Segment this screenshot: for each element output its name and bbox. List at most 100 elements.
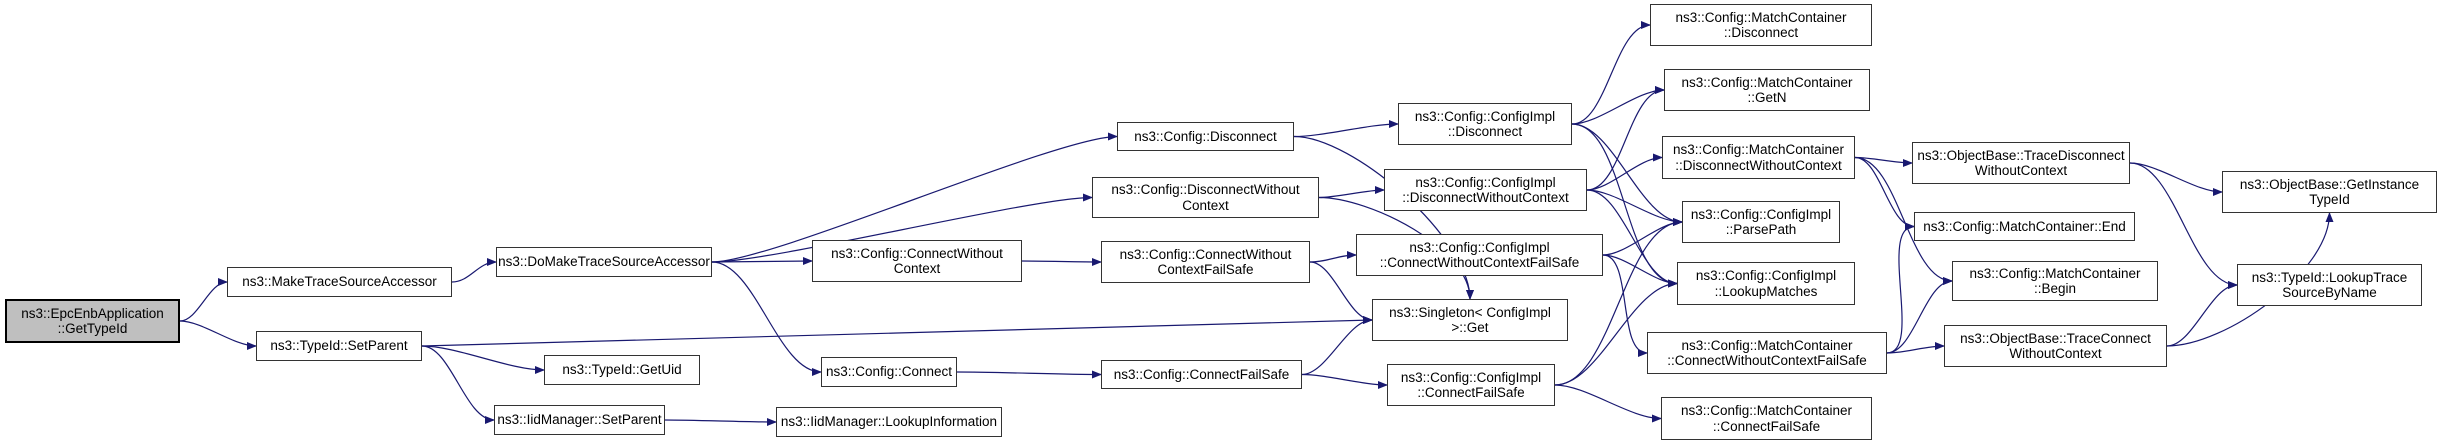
node-label: ns3::Config::ConfigImpl ::ConnectFailSaf… [1400,369,1542,401]
node-object-base-get-instance-type-id[interactable]: ns3::ObjectBase::GetInstance TypeId [2222,171,2437,213]
node-label: ns3::Config::MatchContainer ::Begin [1969,265,2141,297]
node-label: ns3::Config::MatchContainer ::ConnectWit… [1667,337,1867,369]
node-label: ns3::ObjectBase::GetInstance TypeId [2239,176,2420,208]
edge-config-impl-disconnect-to-match-container-disconnect [1571,21,1651,125]
node-label: ns3::Config::ConfigImpl ::Disconnect [1414,108,1556,140]
node-config-impl-connect-without-context-fail-safe[interactable]: ns3::Config::ConfigImpl ::ConnectWithout… [1356,234,1603,276]
node-label: ns3::Config::MatchContainer::End [1923,218,2126,234]
node-do-make-trace-source-accessor[interactable]: ns3::DoMakeTraceSourceAccessor [496,247,712,277]
edge-type-id-set-parent-to-type-id-get-uid [421,345,545,374]
node-match-container-connect-fail-safe[interactable]: ns3::Config::MatchContainer ::ConnectFai… [1661,397,1872,440]
edge-match-container-connect-without-context-fail-safe-to-match-container-begin [1886,277,1953,354]
node-label: ns3::Config::MatchContainer ::Disconnect… [1672,142,1845,173]
edge-do-make-trace-source-accessor-to-config-connect [711,261,822,376]
edge-config-impl-connect-fail-safe-to-config-impl-lookup-matches [1554,279,1678,386]
node-label: ns3::ObjectBase::TraceDisconnect Without… [1917,147,2125,179]
node-label: ns3::Config::ConfigImpl ::ConnectWithout… [1379,239,1580,271]
node-object-base-trace-connect-without-context[interactable]: ns3::ObjectBase::TraceConnect WithoutCon… [1944,325,2167,367]
node-match-container-disconnect-without-context[interactable]: ns3::Config::MatchContainer ::Disconnect… [1662,136,1855,179]
node-label: ns3::IidManager::SetParent [497,412,662,428]
node-label: ns3::Config::ConfigImpl ::DisconnectWith… [1402,174,1569,206]
edge-object-base-trace-disconnect-without-context-to-type-id-lookup-trace-source-by-name [2129,162,2238,289]
edge-match-container-connect-without-context-fail-safe-to-match-container-end [1886,222,1915,354]
node-label: ns3::DoMakeTraceSourceAccessor [498,254,710,270]
node-match-container-connect-without-context-fail-safe[interactable]: ns3::Config::MatchContainer ::ConnectWit… [1647,332,1887,374]
edge-do-make-trace-source-accessor-to-config-disconnect [711,132,1118,263]
node-config-impl-lookup-matches[interactable]: ns3::Config::ConfigImpl ::LookupMatches [1677,262,1855,305]
edge-config-connect-without-context-fail-safe-to-config-impl-connect-without-context-fail-safe [1309,251,1357,263]
node-match-container-get-n[interactable]: ns3::Config::MatchContainer ::GetN [1664,69,1870,111]
edge-config-disconnect-to-config-impl-disconnect [1293,120,1399,138]
edge-type-id-set-parent-to-singleton-config-impl-get [421,316,1373,347]
node-label: ns3::TypeId::GetUid [562,362,682,378]
node-label: ns3::Config::MatchContainer ::Disconnect [1675,9,1847,41]
edge-make-trace-source-accessor-to-do-make-trace-source-accessor [451,258,497,283]
node-match-container-begin[interactable]: ns3::Config::MatchContainer ::Begin [1952,261,2158,301]
node-config-disconnect-without-context[interactable]: ns3::Config::DisconnectWithout Context [1092,177,1319,218]
edge-match-container-disconnect-without-context-to-match-container-end [1854,156,1915,231]
node-label: ns3::MakeTraceSourceAccessor [242,274,437,290]
node-config-connect-without-context[interactable]: ns3::Config::ConnectWithout Context [812,240,1022,282]
node-match-container-end[interactable]: ns3::Config::MatchContainer::End [1914,212,2135,241]
edge-config-impl-disconnect-without-context-to-match-container-get-n [1586,86,1665,191]
node-type-id-get-uid[interactable]: ns3::TypeId::GetUid [544,355,700,385]
node-epc-enb-application-get-type-id[interactable]: ns3::EpcEnbApplication ::GetTypeId [5,299,180,343]
node-label: ns3::Config::ConnectWithout Context [831,245,1003,277]
node-config-impl-disconnect-without-context[interactable]: ns3::Config::ConfigImpl ::DisconnectWith… [1384,169,1587,211]
edge-config-impl-disconnect-without-context-to-config-impl-parse-path [1586,189,1683,226]
edge-config-impl-connect-fail-safe-to-config-impl-parse-path [1554,218,1683,386]
node-label: ns3::Config::Connect [825,364,953,380]
node-object-base-trace-disconnect-without-context[interactable]: ns3::ObjectBase::TraceDisconnect Without… [1912,142,2130,184]
edge-do-make-trace-source-accessor-to-config-disconnect-without-context [711,193,1093,263]
edge-epc-enb-application-get-type-id-to-make-trace-source-accessor [179,278,228,322]
node-label: ns3::EpcEnbApplication ::GetTypeId [21,305,164,337]
node-label: ns3::Config::ConnectFailSafe [1113,366,1290,382]
node-label: ns3::ObjectBase::TraceConnect WithoutCon… [1960,330,2151,362]
edge-config-impl-disconnect-without-context-to-config-impl-lookup-matches [1586,189,1678,288]
node-iid-manager-set-parent[interactable]: ns3::IidManager::SetParent [494,405,665,435]
node-config-impl-parse-path[interactable]: ns3::Config::ConfigImpl ::ParsePath [1682,201,1840,243]
node-label: ns3::Singleton< ConfigImpl >::Get [1389,304,1551,336]
node-label: ns3::IidManager::LookupInformation [780,414,998,430]
node-label: ns3::Config::MatchContainer ::GetN [1681,74,1853,106]
node-label: ns3::Config::DisconnectWithout Context [1111,182,1300,213]
edge-config-connect-without-context-to-config-connect-without-context-fail-safe [1021,257,1102,266]
edge-config-impl-connect-fail-safe-to-match-container-connect-fail-safe [1554,384,1662,423]
edge-config-impl-connect-without-context-fail-safe-to-match-container-connect-without-context-fail-safe [1602,254,1648,357]
node-label: ns3::Config::ConnectWithout ContextFailS… [1119,246,1292,278]
node-config-connect[interactable]: ns3::Config::Connect [821,357,957,387]
edge-iid-manager-set-parent-to-iid-manager-lookup-information [664,417,777,426]
edge-config-impl-disconnect-without-context-to-match-container-disconnect-without-context [1586,153,1663,191]
edge-config-connect-fail-safe-to-config-impl-connect-fail-safe [1301,373,1388,389]
edge-object-base-trace-connect-without-context-to-type-id-lookup-trace-source-by-name [2166,281,2238,347]
edge-config-connect-fail-safe-to-singleton-config-impl-get [1301,316,1373,376]
node-label: ns3::Config::Disconnect [1134,128,1277,144]
node-singleton-config-impl-get[interactable]: ns3::Singleton< ConfigImpl >::Get [1372,299,1568,341]
node-iid-manager-lookup-information[interactable]: ns3::IidManager::LookupInformation [776,407,1002,437]
node-type-id-lookup-trace-source-by-name[interactable]: ns3::TypeId::LookupTrace SourceByName [2237,264,2422,306]
edge-object-base-trace-disconnect-without-context-to-object-base-get-instance-type-id [2129,162,2223,196]
edge-epc-enb-application-get-type-id-to-type-id-set-parent [179,320,257,350]
node-label: ns3::Config::ConfigImpl ::ParsePath [1690,206,1832,238]
edge-config-disconnect-without-context-to-singleton-config-impl-get [1318,196,1474,300]
node-config-disconnect[interactable]: ns3::Config::Disconnect [1117,122,1294,151]
node-config-connect-fail-safe[interactable]: ns3::Config::ConnectFailSafe [1101,360,1302,389]
edge-config-impl-connect-without-context-fail-safe-to-config-impl-lookup-matches [1602,254,1678,288]
node-config-impl-disconnect[interactable]: ns3::Config::ConfigImpl ::Disconnect [1398,103,1572,145]
node-make-trace-source-accessor[interactable]: ns3::MakeTraceSourceAccessor [227,267,452,297]
edge-match-container-disconnect-without-context-to-match-container-begin [1854,156,1953,285]
edge-config-impl-connect-without-context-fail-safe-to-config-impl-parse-path [1602,218,1683,256]
node-label: ns3::Config::MatchContainer ::ConnectFai… [1680,403,1853,434]
node-type-id-set-parent[interactable]: ns3::TypeId::SetParent [256,331,422,361]
node-label: ns3::TypeId::SetParent [270,338,408,354]
edge-config-connect-to-config-connect-fail-safe [956,370,1102,379]
edge-config-impl-disconnect-to-match-container-get-n [1571,86,1665,125]
node-match-container-disconnect[interactable]: ns3::Config::MatchContainer ::Disconnect [1650,4,1872,46]
node-label: ns3::Config::ConfigImpl ::LookupMatches [1695,268,1837,299]
node-config-impl-connect-fail-safe[interactable]: ns3::Config::ConfigImpl ::ConnectFailSaf… [1387,364,1555,406]
node-config-connect-without-context-fail-safe[interactable]: ns3::Config::ConnectWithout ContextFailS… [1101,241,1310,283]
edge-config-disconnect-without-context-to-config-impl-disconnect-without-context [1318,186,1385,199]
node-label: ns3::TypeId::LookupTrace SourceByName [2251,269,2408,301]
